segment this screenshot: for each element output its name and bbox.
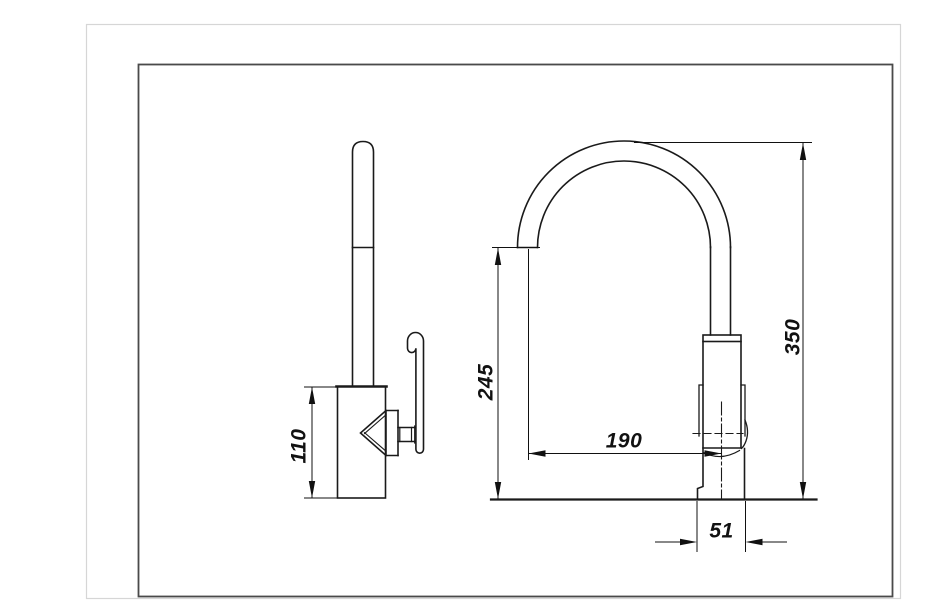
side-view: [489, 140, 818, 501]
dim-51-arrowheads: [680, 538, 763, 546]
front-spout-tube: [351, 140, 375, 387]
outer-page-border: [85, 23, 902, 600]
side-housing-cap: [702, 334, 742, 343]
dim-label-350: 350: [782, 319, 805, 356]
front-view: [335, 140, 425, 499]
front-wedge-inner-lines: [363, 414, 387, 452]
side-arch-outer-arc: [516, 140, 732, 249]
front-handle-wedge: [359, 409, 399, 457]
side-collar: [698, 384, 746, 437]
side-base-stem: [696, 447, 746, 500]
front-rod-ticks: [399, 425, 416, 444]
side-arch-inner-arc: [536, 160, 712, 249]
front-handle-lever: [406, 331, 425, 454]
dim-51-extension-lines: [696, 501, 746, 552]
dim-label-110: 110: [288, 429, 311, 464]
inner-frame-border: [137, 63, 894, 598]
front-handle-rod: [397, 426, 417, 443]
side-dim-190: [528, 249, 722, 460]
front-dim-110: [304, 386, 338, 499]
side-dim-245: [492, 247, 540, 499]
dim-label-51: 51: [709, 520, 733, 543]
side-dim-350: [634, 142, 812, 499]
dim-110-extension-lines: [304, 386, 338, 499]
dim-label-245: 245: [475, 364, 498, 402]
side-lever-bulge: [740, 419, 749, 450]
dim-label-190: 190: [606, 430, 643, 453]
side-riser-pipe: [709, 246, 732, 336]
front-body: [336, 385, 387, 499]
side-dim-51: [655, 501, 787, 552]
